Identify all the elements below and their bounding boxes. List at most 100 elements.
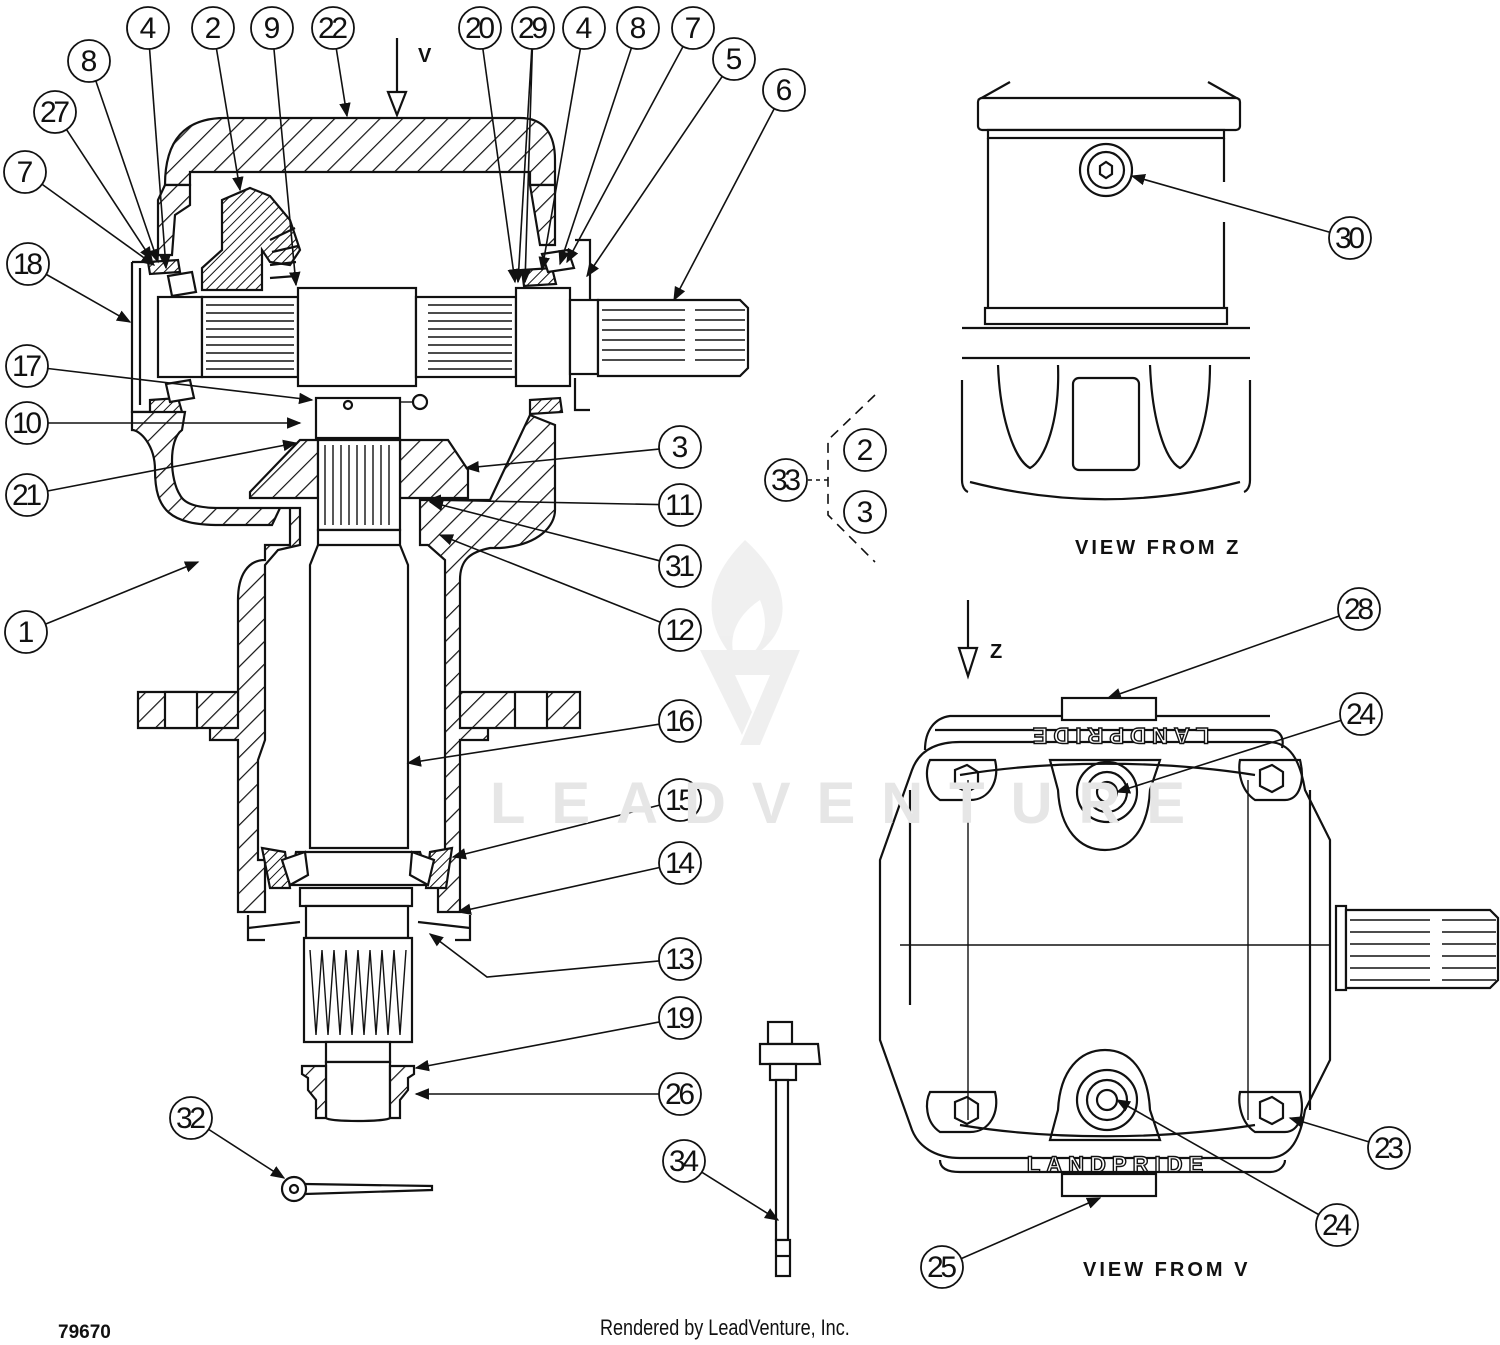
callout-bubble[interactable] [712,37,756,81]
callout-33[interactable]: 33 [764,458,808,502]
callout-bubble[interactable] [658,937,702,981]
bolt-bl [925,1090,998,1134]
callout-bubble[interactable] [562,6,606,50]
callout-bubble[interactable] [5,344,49,388]
callout-bubble[interactable] [1337,587,1381,631]
leader-line [1115,719,1342,794]
callout-20[interactable]: 20 [458,6,519,284]
callout-3[interactable]: 3 [464,425,702,473]
callout-8[interactable]: 8 [558,6,660,266]
callout-number: 2 [205,12,222,45]
callout-2[interactable]: 2 [191,6,244,192]
callout-bubble[interactable] [5,401,49,445]
callout-6[interactable]: 6 [673,68,806,302]
callout-13[interactable]: 13 [428,933,702,981]
cover-housing [163,116,557,187]
callout-number: 12 [665,614,695,647]
callout-bubble[interactable] [658,699,702,743]
callout-bubble[interactable] [658,996,702,1040]
callout-bubble[interactable] [67,39,111,83]
callout-bubble[interactable] [671,6,715,50]
callout-9[interactable]: 9 [250,6,301,287]
callout-bubble[interactable] [843,490,887,534]
callout-17[interactable]: 17 [5,344,314,405]
callout-bubble[interactable] [169,1096,213,1140]
callout-bubble[interactable] [1367,1126,1411,1170]
callout-7[interactable]: 7 [3,150,156,266]
callout-4[interactable]: 4 [126,6,171,270]
callout-3[interactable]: 3 [843,490,887,534]
callout-8[interactable]: 8 [67,39,160,264]
callout-bubble[interactable] [126,6,170,50]
watermark-text: LEADVENTURE [490,771,1212,836]
callout-16[interactable]: 16 [406,699,702,767]
callout-19[interactable]: 19 [414,996,702,1072]
callout-30[interactable]: 30 [1130,174,1372,260]
callout-11[interactable]: 11 [426,483,702,527]
callout-24[interactable]: 24 [1115,1099,1359,1247]
callout-bubble[interactable] [1339,692,1383,736]
callout-bubble[interactable] [311,6,355,50]
callout-28[interactable]: 28 [1106,587,1381,700]
bolt-tl [925,758,998,802]
leader-line [1115,1099,1320,1216]
callout-23[interactable]: 23 [1288,1116,1411,1170]
callout-bubble[interactable] [458,6,502,50]
callout-34[interactable]: 34 [662,1139,780,1221]
callout-15[interactable]: 15 [451,778,702,860]
callout-26[interactable]: 26 [414,1072,702,1116]
callout-bubble[interactable] [920,1245,964,1289]
callout-bubble[interactable] [658,841,702,885]
callout-5[interactable]: 5 [586,37,756,278]
callout-bubble[interactable] [4,610,48,654]
callout-bubble[interactable] [658,608,702,652]
callout-bubble[interactable] [191,6,235,50]
callout-22[interactable]: 22 [311,6,355,118]
callout-number: 3 [672,431,689,464]
callout-bubble[interactable] [1328,216,1372,260]
view-v-input-shaft [1334,904,1500,992]
callout-4[interactable]: 4 [538,6,606,272]
callout-bubble[interactable] [511,6,555,50]
callout-bubble[interactable] [3,150,47,194]
callout-number: 24 [1346,698,1376,731]
callout-27[interactable]: 27 [33,90,153,262]
callout-number: 32 [176,1102,206,1135]
callout-32[interactable]: 32 [169,1096,286,1179]
callout-bubble[interactable] [762,68,806,112]
callout-29[interactable]: 29 [511,6,555,284]
callout-bubble[interactable] [658,544,702,588]
callout-12[interactable]: 12 [438,534,702,652]
callout-14[interactable]: 14 [456,841,702,915]
callout-bubble[interactable] [5,473,49,517]
plug-bottom [1048,1048,1162,1142]
callout-bubble[interactable] [250,6,294,50]
callout-bubble[interactable] [658,1072,702,1116]
callout-24[interactable]: 24 [1115,692,1383,794]
callout-bubble[interactable] [764,458,808,502]
callout-bubble[interactable] [616,6,660,50]
callout-bubble[interactable] [658,425,702,469]
callout-2[interactable]: 2 [843,428,887,472]
leader-line [456,866,660,915]
callout-number: 28 [1344,593,1374,626]
callout-10[interactable]: 10 [5,401,302,445]
callout-18[interactable]: 18 [6,242,132,323]
callout-25[interactable]: 25 [920,1197,1102,1289]
leader-line [215,48,244,192]
callout-bubble[interactable] [658,778,702,822]
callout-bubble[interactable] [33,90,77,134]
callout-bubble[interactable] [843,428,887,472]
callout-bubble[interactable] [6,242,50,286]
callout-number: 8 [81,45,98,78]
callout-21[interactable]: 21 [5,439,298,517]
callout-number: 34 [669,1145,699,1178]
callout-1[interactable]: 1 [4,561,200,654]
callout-number: 15 [665,784,695,817]
callout-7[interactable]: 7 [566,6,715,264]
callout-bubble[interactable] [1315,1203,1359,1247]
callout-bubble[interactable] [662,1139,706,1183]
callout-bubble[interactable] [658,483,702,527]
callout-31[interactable]: 31 [428,499,702,588]
